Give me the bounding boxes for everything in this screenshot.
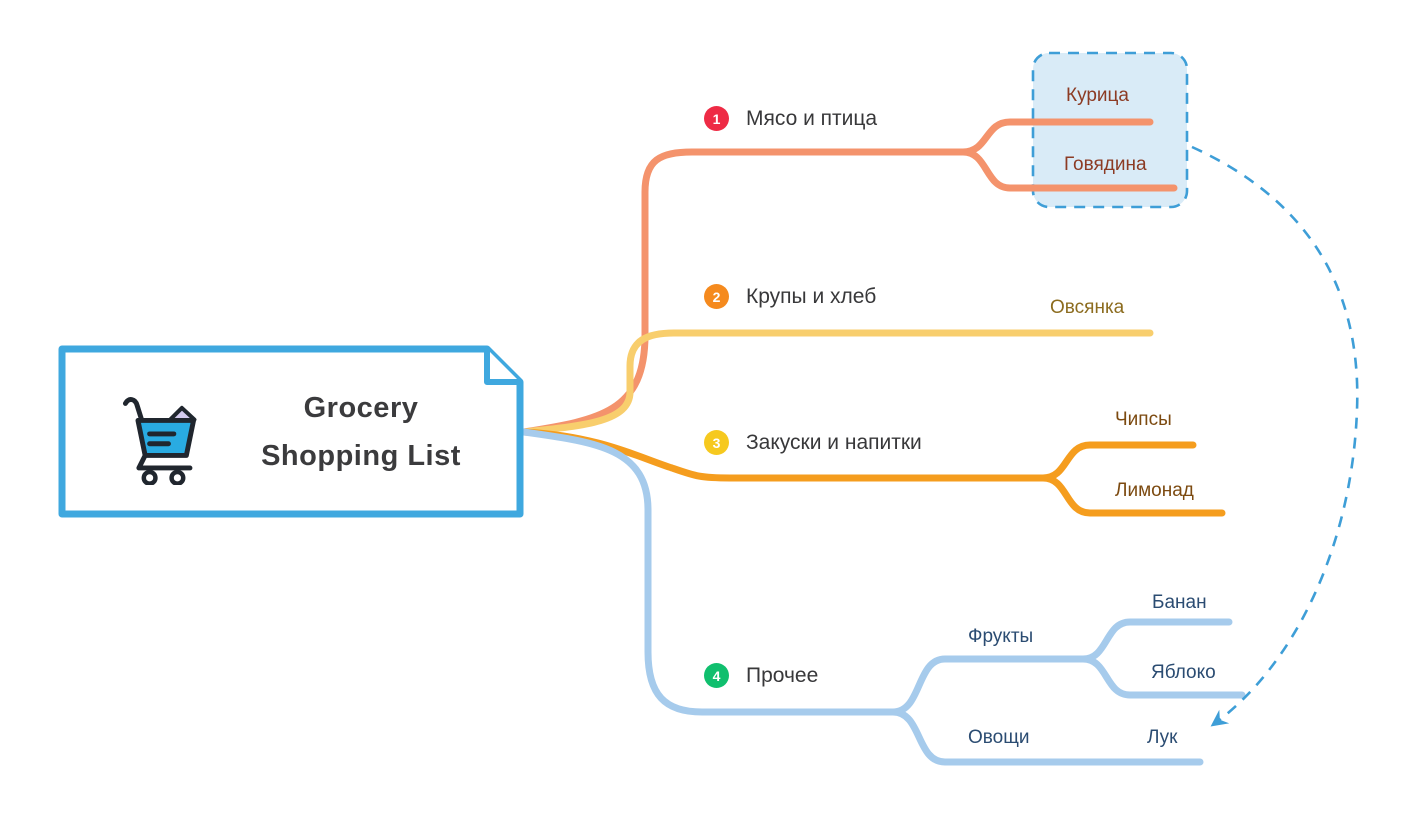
- highlight-box[interactable]: [1031, 51, 1189, 209]
- child-label-luk[interactable]: Лук: [1147, 727, 1178, 748]
- branch-3-child-line-chipsy: [1039, 441, 1197, 482]
- child-label-ovsyanka[interactable]: Овсянка: [1050, 297, 1125, 318]
- title-line-1: Grocery: [303, 392, 419, 424]
- branch-4-line: [520, 428, 897, 716]
- branch-1-line: [520, 148, 967, 436]
- branch-4-subline-frukty: [889, 655, 1087, 716]
- cart-icon: [110, 390, 200, 486]
- subbranch-label-ovoshchi[interactable]: Овощи: [968, 727, 1030, 748]
- branch-3-badge: 3: [704, 430, 729, 455]
- child-label-banan[interactable]: Банан: [1152, 592, 1207, 613]
- central-node-fold-corner-icon: [484, 349, 520, 385]
- child-label-limonad[interactable]: Лимонад: [1115, 480, 1194, 501]
- branch-4-badge: 4: [704, 663, 729, 688]
- branch-3-child-line-limonad: [1039, 474, 1226, 517]
- branch-1-label[interactable]: Мясо и птица: [746, 107, 878, 130]
- branch-4-label[interactable]: Прочее: [746, 664, 819, 687]
- child-label-kurica[interactable]: Курица: [1066, 85, 1129, 106]
- branch-2-label[interactable]: Крупы и хлеб: [746, 285, 877, 308]
- subbranch-label-frukty[interactable]: Фрукты: [968, 626, 1034, 647]
- central-node-title[interactable]: Grocery Shopping List: [205, 384, 517, 480]
- child-label-govyadina[interactable]: Говядина: [1064, 154, 1147, 175]
- branch-2-badge: 2: [704, 284, 729, 309]
- child-label-chipsy[interactable]: Чипсы: [1115, 409, 1172, 430]
- branch-4-subline-ovoshchi: [889, 708, 1204, 766]
- branch-1-child-line-govyadina: [959, 148, 1178, 192]
- child-label-yabloko[interactable]: Яблоко: [1151, 662, 1216, 683]
- branch-2-line: [520, 329, 1154, 436]
- branch-4-child-line-yabloko: [1079, 655, 1246, 699]
- branch-3-label[interactable]: Закуски и напитки: [746, 431, 922, 454]
- branch-1-badge: 1: [704, 106, 729, 131]
- relationship-arrow: [1191, 145, 1359, 727]
- title-line-2: Shopping List: [261, 440, 461, 472]
- branch-4-child-line-banan: [1079, 618, 1233, 663]
